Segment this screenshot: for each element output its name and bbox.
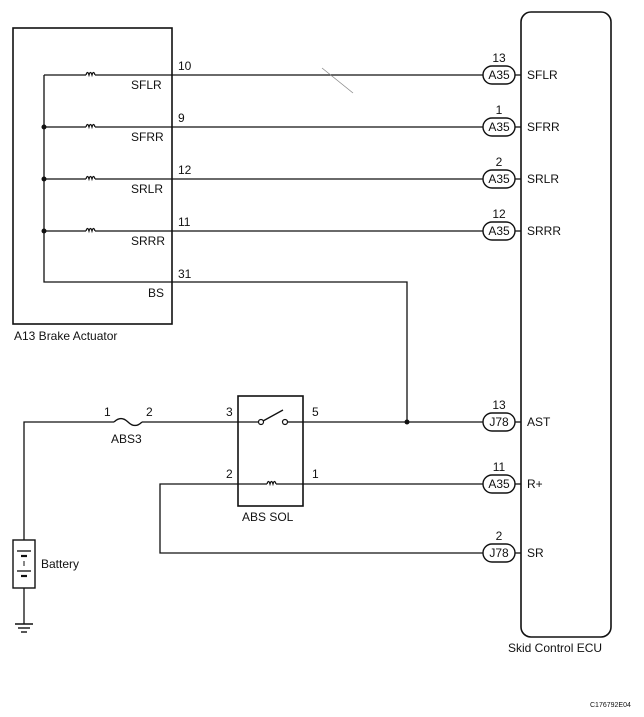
actuator-terminal-name: SRLR	[131, 182, 163, 196]
ecu-label: Skid Control ECU	[508, 641, 602, 655]
actuator-pin-number: 10	[178, 59, 192, 73]
wire-bs-ast	[172, 281, 408, 422]
solenoid-coil-icon	[85, 123, 96, 128]
relay-pin-5: 5	[312, 405, 319, 419]
switch-contact	[281, 418, 289, 426]
fuse-pin-right: 2	[146, 405, 153, 419]
ecu-terminal-name: SRRR	[527, 224, 561, 238]
wire-relay-sr	[159, 483, 483, 554]
ecu-pin-number: 2	[496, 155, 503, 169]
abs-sol-relay-box	[237, 395, 304, 507]
solenoid-row-sflr	[44, 71, 483, 76]
battery-label: Battery	[41, 557, 79, 571]
solenoid-coil-icon	[85, 227, 96, 232]
ecu-pin-number: 11	[493, 460, 506, 474]
wire-battery-fuse	[23, 421, 114, 540]
relay-pin-1: 1	[312, 467, 319, 481]
switch-contact	[257, 418, 265, 426]
relay-coil-icon	[266, 480, 277, 485]
ecu-connector-srlr: A35 2 SRLR	[482, 155, 559, 189]
ecu-terminal-name: AST	[527, 415, 551, 429]
connector-id: A35	[488, 120, 510, 134]
ecu-terminal-name: R+	[527, 477, 543, 491]
ecu-terminal-name: SRLR	[527, 172, 559, 186]
connector-id: A35	[488, 477, 510, 491]
connector-id: J78	[489, 546, 509, 560]
brake-actuator-label: A13 Brake Actuator	[14, 329, 117, 343]
actuator-pin-number: 9	[178, 111, 185, 125]
relay-label: ABS SOL	[242, 510, 294, 524]
connector-id: A35	[488, 224, 510, 238]
solenoid-coil-icon	[85, 175, 96, 180]
relay-pin-2: 2	[226, 467, 233, 481]
actuator-terminal-name: SFRR	[131, 130, 164, 144]
fuse-label: ABS3	[111, 432, 142, 446]
ecu-terminal-name: SFLR	[527, 68, 558, 82]
fuse-pin-left: 1	[104, 405, 111, 419]
ecu-connector-ast: J78 13 AST	[482, 398, 551, 432]
ecu-connector-srrr: A35 12 SRRR	[482, 207, 561, 241]
brake-actuator-box	[12, 27, 173, 325]
ecu-pin-number: 12	[492, 207, 506, 221]
ecu-pin-number: 1	[496, 103, 503, 117]
ecu-connector-sr: J78 2 SR	[482, 529, 544, 563]
skid-control-ecu-box	[520, 11, 612, 638]
relay-pin-3: 3	[226, 405, 233, 419]
connector-id: A35	[488, 172, 510, 186]
fuse-icon	[113, 417, 143, 427]
ecu-connector-r-plus: A35 11 R+	[482, 460, 543, 494]
ecu-terminal-name: SFRR	[527, 120, 560, 134]
actuator-terminal-name: BS	[148, 286, 164, 300]
ecu-connector-sfrr: A35 1 SFRR	[482, 103, 560, 137]
solenoid-row-sfrr	[44, 123, 483, 128]
solenoid-row-srlr	[44, 175, 483, 180]
actuator-pin-number: 31	[178, 267, 192, 281]
figure-code: C176792E04	[590, 702, 631, 709]
ecu-connector-sflr: A35 13 SFLR	[482, 51, 558, 85]
ecu-pin-number: 13	[492, 51, 506, 65]
ground-icon	[15, 623, 33, 633]
relay-switch-icon	[262, 409, 284, 422]
actuator-pin-number: 11	[178, 215, 191, 229]
ecu-pin-number: 13	[492, 398, 506, 412]
actuator-pin-number: 12	[178, 163, 192, 177]
solenoid-row-srrr	[44, 227, 483, 232]
connector-id: A35	[488, 68, 510, 82]
actuator-terminal-name: SRRR	[131, 234, 165, 248]
actuator-internal-bus	[43, 75, 172, 283]
ecu-terminal-name: SR	[527, 546, 544, 560]
scan-mark	[321, 67, 354, 94]
connector-id: J78	[489, 415, 509, 429]
ecu-pin-number: 2	[496, 529, 503, 543]
solenoid-coil-icon	[85, 71, 96, 76]
actuator-terminal-name: SFLR	[131, 78, 162, 92]
